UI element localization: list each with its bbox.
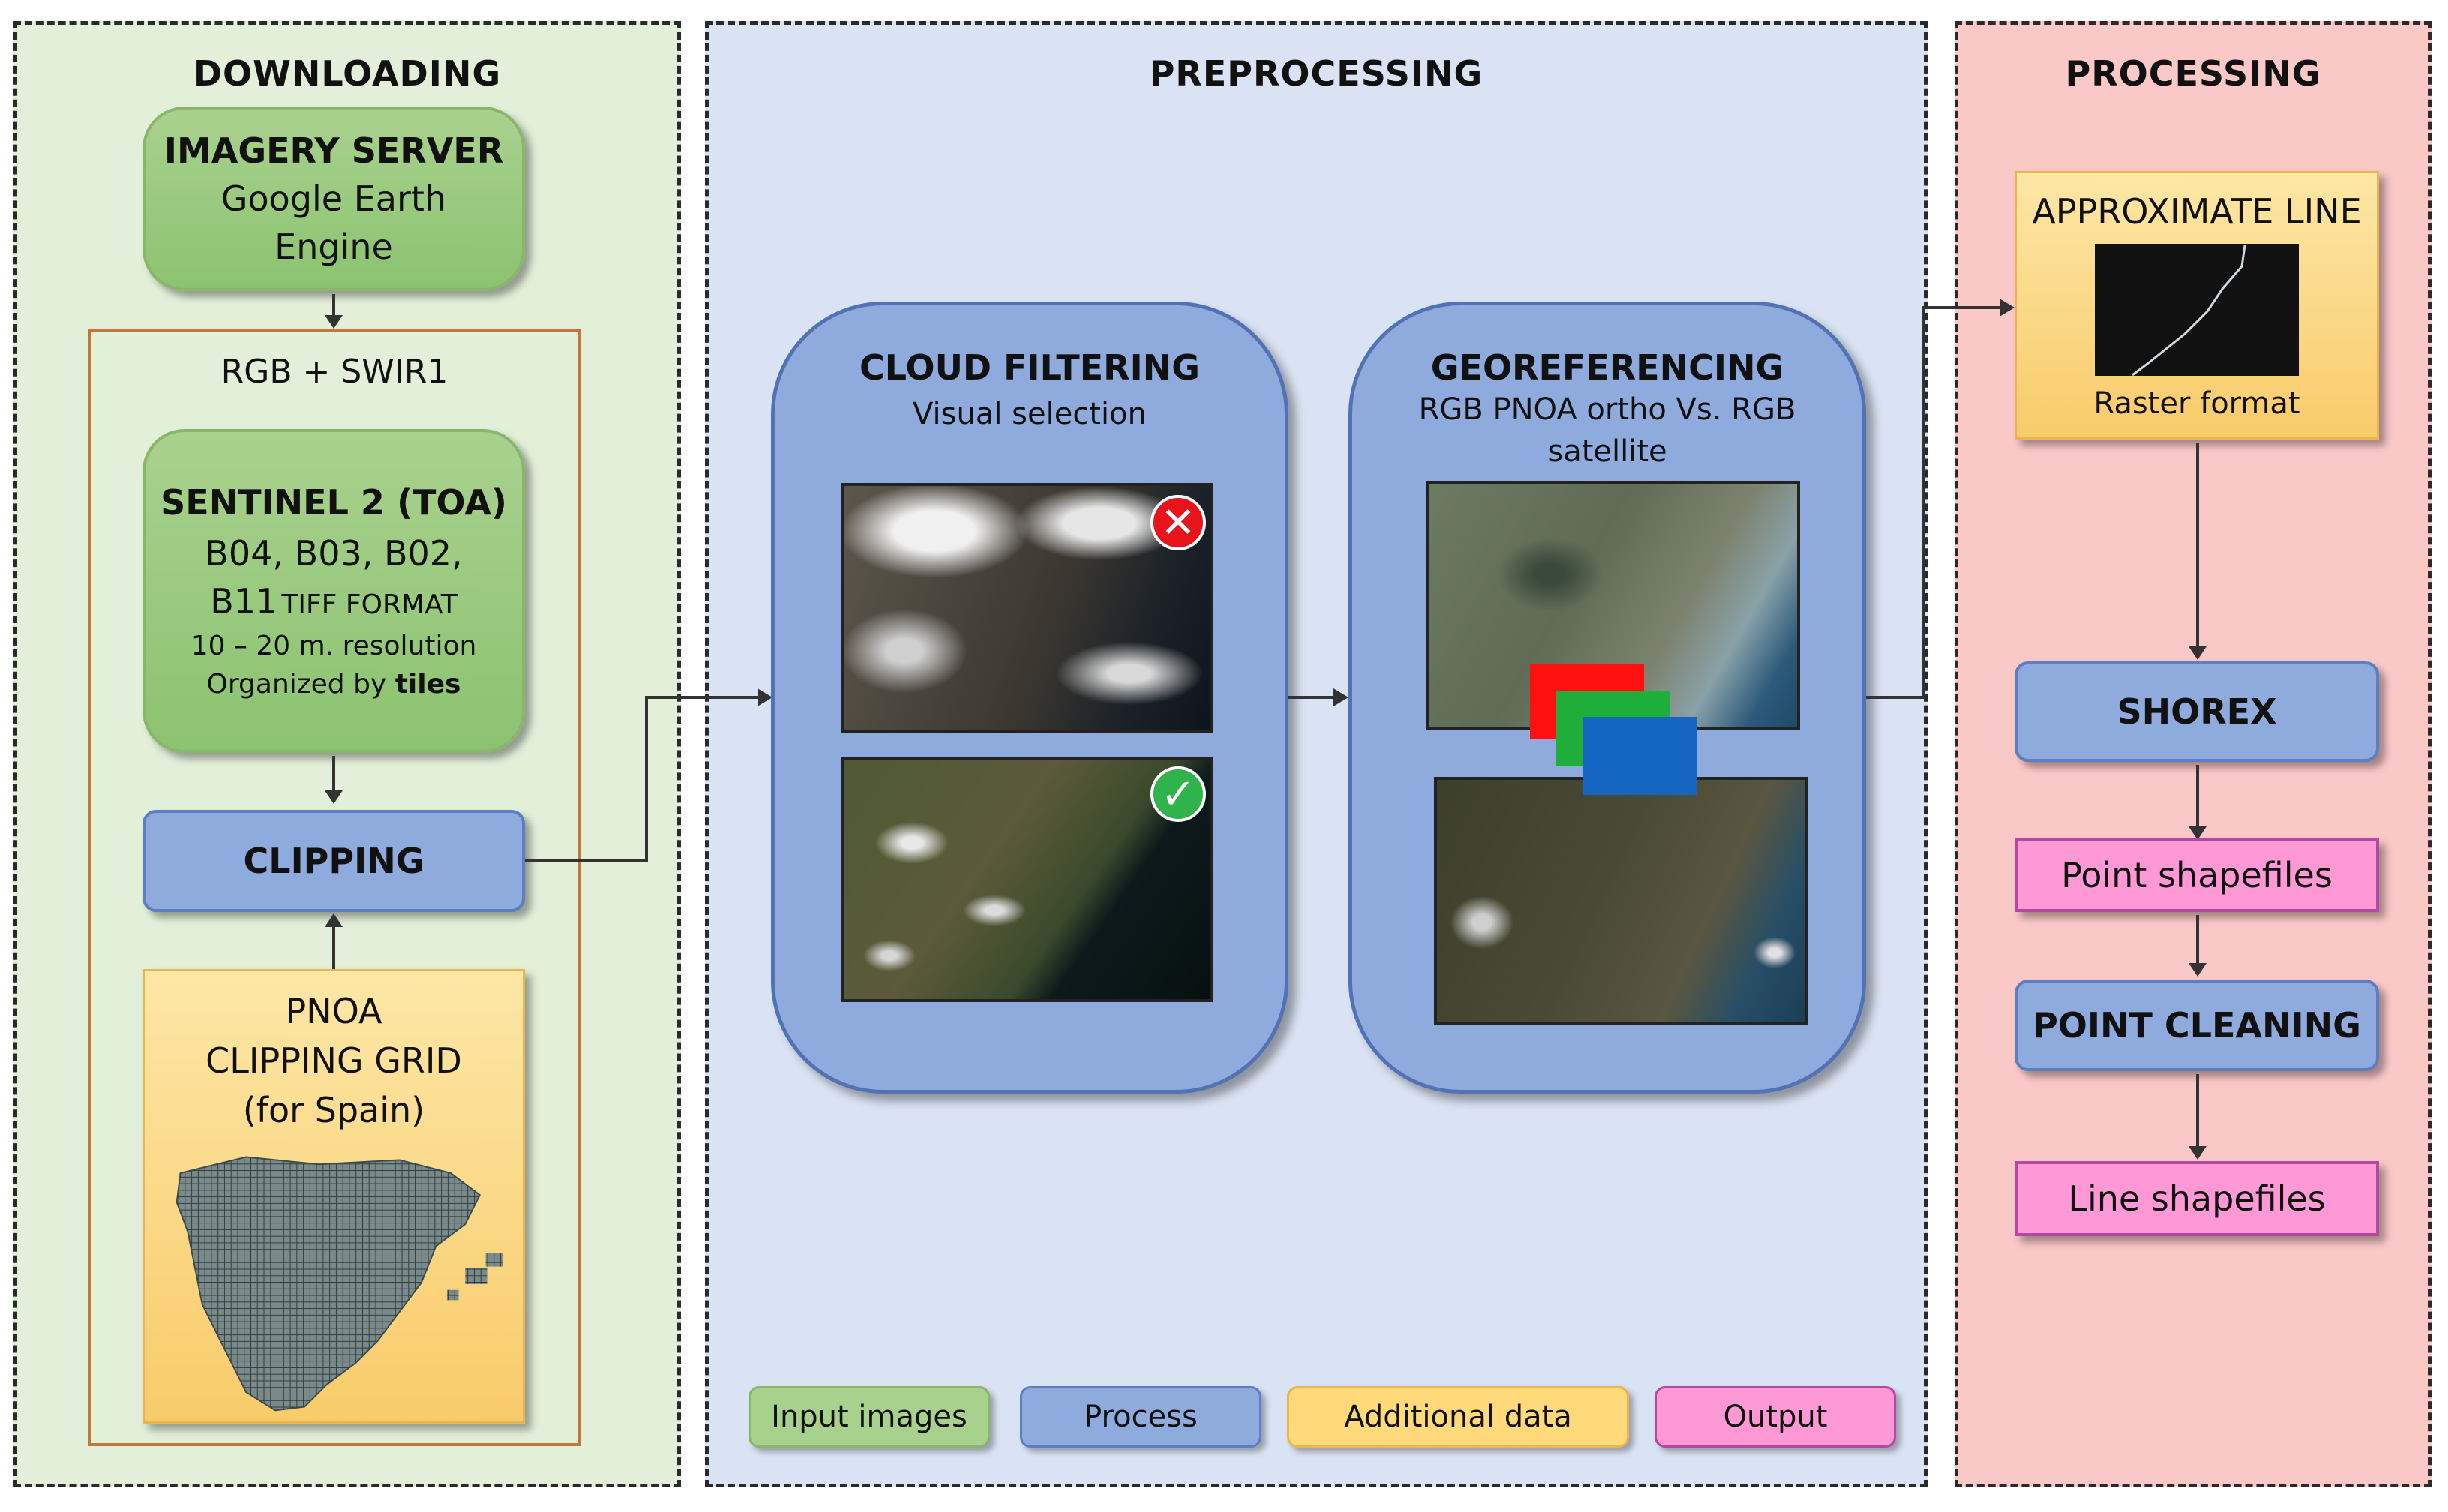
connector-clipping-v (645, 696, 648, 862)
cloud-filtering-subtitle: Visual selection (913, 397, 1147, 431)
raster-line-image (2095, 244, 2299, 376)
sentinel-resolution: 10 – 20 m. resolution (190, 631, 477, 662)
arrowhead-to-shorex (2188, 646, 2206, 660)
connector-clipping-h2 (645, 696, 759, 699)
sentinel-bands-line2: B11 TIFF FORMAT (210, 581, 458, 622)
blue-band-square (1582, 717, 1696, 795)
raster-line-path (2132, 244, 2246, 376)
clear-satellite-image (842, 758, 1214, 1002)
pnoa-line2: CLIPPING GRID (206, 1040, 462, 1081)
arrowhead-server-to-group (325, 315, 343, 328)
connector-pnoa-to-clipping (332, 927, 335, 969)
connector-sentinel-to-clipping (332, 756, 335, 792)
spain-mainland-shape (176, 1156, 481, 1412)
arrowhead-sentinel-to-clipping (325, 790, 343, 804)
point-shapefiles-box: Point shapefiles (2014, 838, 2379, 912)
pnoa-line1: PNOA (285, 991, 382, 1031)
imagery-server-title: IMAGERY SERVER (164, 130, 504, 171)
arrowhead-to-line-shapefiles (2188, 1146, 2206, 1160)
pnoa-line3: (for Spain) (242, 1090, 425, 1130)
connector-shorex-to-points (2196, 765, 2199, 828)
arrowhead-to-point-shapefiles (2188, 826, 2206, 840)
connector-cloud-to-geo (1288, 696, 1335, 699)
clipping-box: CLIPPING (142, 810, 525, 912)
imagery-server-line2: Engine (274, 226, 393, 267)
legend-input-images: Input images (748, 1386, 990, 1448)
clipping-title: CLIPPING (243, 841, 424, 881)
connector-points-to-cleaning (2196, 915, 2199, 964)
connector-geo-h1 (1866, 696, 1923, 699)
sentinel-organization: Organized by tiles (207, 669, 461, 700)
sentinel-format: TIFF FORMAT (281, 590, 458, 620)
point-shapefiles-label: Point shapefiles (2061, 855, 2332, 896)
connector-server-to-group (332, 294, 335, 316)
legend-additional-data: Additional data (1287, 1386, 1629, 1448)
reject-mark-icon: ✕ (1150, 495, 1206, 550)
sentinel-bands-line1: B04, B03, B02, (205, 533, 463, 574)
legend-process: Process (1020, 1386, 1262, 1448)
satellite-rgb-image (1434, 777, 1808, 1024)
legend-output: Output (1654, 1386, 1896, 1448)
shorex-title: SHOREX (2116, 692, 2277, 732)
line-shapefiles-box: Line shapefiles (2014, 1161, 2379, 1236)
connector-geo-v (1922, 306, 1924, 699)
preprocessing-title: PREPROCESSING (1149, 53, 1484, 94)
sentinel-organization-bold: tiles (394, 669, 461, 700)
sentinel-box: SENTINEL 2 (TOA) B04, B03, B02, B11 TIFF… (142, 429, 525, 753)
georeferencing-subtitle1: RGB PNOA ortho Vs. RGB (1418, 392, 1796, 427)
downloading-title: DOWNLOADING (193, 53, 502, 94)
point-cleaning-box: POINT CLEANING (2014, 980, 2379, 1071)
sentinel-band-b11: B11 (210, 581, 278, 622)
imagery-server-box: IMAGERY SERVER Google Earth Engine (142, 106, 525, 291)
spain-grid-map (176, 1156, 503, 1412)
arrowhead-to-cloud-filtering (758, 688, 772, 706)
sentinel-group-frame (88, 328, 580, 1446)
balearic-island-1 (465, 1268, 488, 1284)
balearic-island-2 (485, 1253, 503, 1267)
arrowhead-pnoa-to-clipping (325, 914, 343, 927)
bands-label: RGB + SWIR1 (220, 352, 448, 391)
connector-geo-h2 (1922, 306, 2001, 309)
connector-clipping-h1 (525, 860, 646, 862)
cloudy-satellite-image (842, 483, 1214, 734)
approximate-line-title: APPROXIMATE LINE (2032, 191, 2362, 232)
connector-approx-to-shorex (2196, 442, 2199, 646)
arrowhead-to-point-cleaning (2188, 963, 2206, 976)
shorex-box: SHOREX (2014, 662, 2379, 762)
imagery-server-line1: Google Earth (220, 178, 447, 219)
balearic-island-3 (446, 1289, 459, 1300)
approximate-line-box: APPROXIMATE LINE Raster format (2014, 171, 2379, 440)
processing-title: PROCESSING (2065, 53, 2321, 94)
sentinel-organization-prefix: Organized by (206, 669, 387, 700)
cloud-filtering-title: CLOUD FILTERING (860, 347, 1200, 388)
approximate-line-caption: Raster format (2093, 386, 2300, 421)
line-shapefiles-label: Line shapefiles (2068, 1178, 2326, 1219)
accept-mark-icon: ✓ (1150, 766, 1206, 822)
point-cleaning-title: POINT CLEANING (2032, 1005, 2361, 1046)
pnoa-box: PNOA CLIPPING GRID (for Spain) (142, 969, 525, 1424)
connector-cleaning-to-lines (2196, 1074, 2199, 1148)
arrowhead-to-approximate-line (2000, 298, 2014, 316)
sentinel-title: SENTINEL 2 (TOA) (160, 482, 507, 523)
georeferencing-subtitle2: satellite (1547, 434, 1667, 469)
georeferencing-title: GEOREFERENCING (1430, 347, 1784, 388)
arrowhead-to-georeferencing (1334, 688, 1348, 706)
